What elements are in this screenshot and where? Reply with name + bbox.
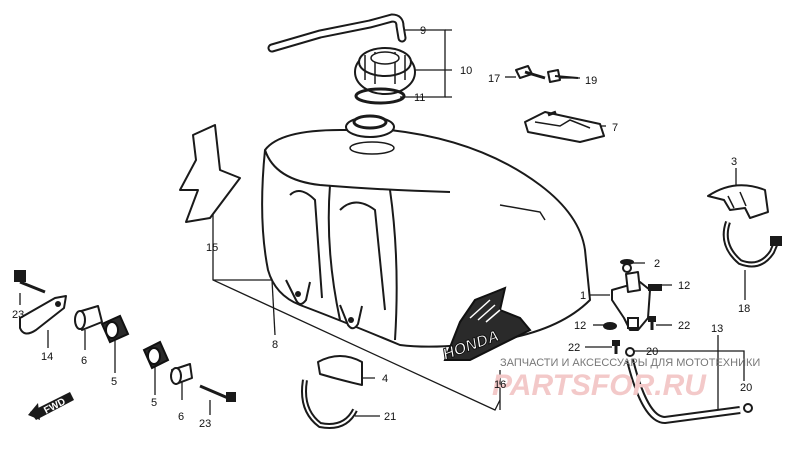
fuel-cap: [354, 47, 416, 95]
clip-20: [625, 347, 753, 413]
callout-13: 13: [711, 323, 723, 335]
bracket-14: [19, 295, 67, 335]
collar-6-lower: [170, 363, 193, 385]
callout-7: 7: [612, 122, 618, 134]
forward-arrow: FWD: [28, 392, 74, 420]
callout-9: 9: [420, 25, 426, 37]
breather-hose: [267, 13, 407, 53]
callout-10: 10: [460, 65, 472, 77]
callout-12-left: 12: [574, 320, 586, 332]
callout-6-lower: 6: [178, 411, 184, 423]
forward-arrow-label: FWD: [42, 396, 67, 416]
watermark-line: ЗАПЧАСТИ И АКСЕССУАРЫ ДЛЯ МОТОТЕХНИКИ: [500, 357, 760, 369]
callout-6-upper: 6: [81, 355, 87, 367]
callout-5-upper: 5: [111, 376, 117, 388]
fuel-tank: [261, 114, 591, 348]
callout-23-upper: 23: [12, 309, 24, 321]
callout-21: 21: [384, 411, 396, 423]
rubber-pad: [707, 184, 769, 219]
grommet-5-upper: [100, 314, 130, 344]
callout-17: 17: [488, 73, 500, 85]
tank-shroud: [179, 124, 241, 223]
callout-19: 19: [585, 75, 597, 87]
callout-18: 18: [738, 303, 750, 315]
callout-3: 3: [731, 156, 737, 168]
bolt-23-lower: [199, 384, 236, 402]
callout-8: 8: [272, 339, 278, 351]
callout-22-right: 22: [678, 320, 690, 332]
callout-12-right: 12: [678, 280, 690, 292]
strap-21: [301, 379, 358, 429]
callout-22-left: 22: [568, 342, 580, 354]
grommet-5-lower: [142, 340, 170, 370]
collar-6-upper: [74, 305, 103, 331]
callout-5-lower: 5: [151, 397, 157, 409]
bolt-19: [547, 69, 579, 83]
tank-strap: [722, 221, 782, 268]
callout-15: 15: [206, 242, 218, 254]
callout-2: 2: [654, 258, 660, 270]
washer-12: [603, 322, 617, 330]
callout-4: 4: [382, 373, 388, 385]
fuel-cock: [611, 271, 662, 331]
mount-bracket: [524, 110, 605, 143]
watermark-brand: PARTSFOR.RU: [492, 369, 707, 402]
callout-20-lower: 20: [740, 382, 752, 394]
callout-16: 16: [494, 379, 506, 391]
screw-22-right: [648, 316, 656, 330]
callout-1: 1: [580, 290, 586, 302]
screw-2: [620, 259, 634, 273]
watermark: PARTSFOR.RU ЗАПЧАСТИ И АКСЕССУАРЫ ДЛЯ МО…: [492, 357, 760, 402]
pad-4: [317, 355, 363, 386]
bolt-17: [515, 65, 546, 80]
bolt-23-upper: [14, 270, 46, 294]
callout-numbers: 1 2 3 4 5 5 6 6 7 8 9 10 11 12 12 13 14 …: [12, 25, 752, 430]
callout-23-lower: 23: [199, 418, 211, 430]
callout-14: 14: [41, 351, 53, 363]
fuel-hose: [626, 359, 741, 425]
callout-11: 11: [414, 92, 425, 104]
screw-22-left: [612, 340, 620, 354]
callout-20-upper: 20: [646, 346, 658, 358]
cap-gasket: [354, 87, 406, 105]
